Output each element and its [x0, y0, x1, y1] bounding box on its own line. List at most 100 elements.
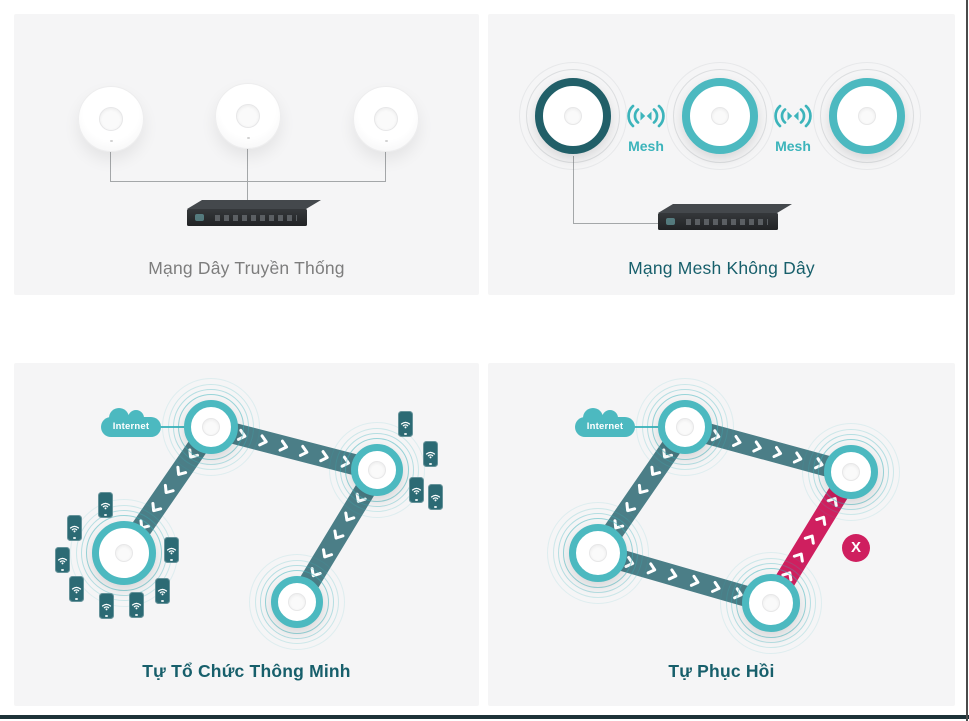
flow-chevron-icon: [650, 465, 661, 476]
flow-chevron-icon: [151, 501, 163, 512]
flow-chevron-icon: [613, 518, 625, 530]
client-device-icon: [398, 411, 413, 437]
client-device-icon: [155, 578, 170, 604]
mesh-label: Mesh: [628, 138, 664, 154]
mesh-ap-node: [162, 378, 260, 476]
flow-chevron-icon: [781, 570, 793, 582]
ap-logo: [762, 594, 780, 612]
mesh-label: Mesh: [775, 138, 811, 154]
access-point-icon: [569, 524, 627, 582]
ap-logo: [858, 107, 876, 125]
ap-logo: [564, 107, 582, 125]
mesh-wireless-icon: [627, 104, 665, 128]
panel-caption: Mạng Mesh Không Dây: [628, 258, 815, 278]
mesh-link-group: Mesh: [624, 102, 668, 154]
access-point-icon: [351, 444, 403, 496]
ethernet-wire: [573, 223, 661, 224]
flow-chevron-icon: [792, 552, 804, 563]
failed-link-band: [762, 466, 861, 609]
ap-logo: [236, 104, 260, 128]
mesh-ap-node: [249, 554, 345, 650]
access-point-icon: [682, 78, 758, 154]
wifi-icon: [157, 588, 168, 595]
switch-front-face: [658, 213, 778, 230]
network-switch-icon: [187, 200, 321, 228]
mesh-ap-node: [802, 423, 900, 521]
bottom-section-edge: [0, 715, 969, 719]
ethernet-wire: [573, 156, 574, 224]
flow-chevron-icon: [188, 447, 200, 458]
flow-chevron-icon: [278, 439, 288, 452]
access-point-icon: [742, 574, 800, 632]
flow-chevron-icon: [711, 580, 721, 593]
switch-top-face: [658, 204, 792, 213]
wifi-icon: [430, 494, 441, 501]
flow-chevron-icon: [752, 439, 762, 453]
link-failure-badge: X: [842, 534, 870, 562]
panel-self-organizing: Internet Tự Tổ Chức Th: [14, 363, 479, 706]
ethernet-wire: [110, 150, 111, 182]
access-point-icon: [215, 83, 281, 149]
wifi-icon: [400, 421, 411, 428]
client-device-icon: [55, 547, 70, 573]
panel-caption: Mạng Dây Truyền Thống: [148, 258, 345, 278]
flow-chevron-icon: [319, 449, 330, 462]
ap-logo: [676, 418, 694, 436]
switch-top-face: [187, 200, 321, 209]
mesh-ap-node: [547, 502, 649, 604]
flow-chevron-icon: [826, 496, 838, 507]
access-point-icon: [78, 86, 144, 152]
mesh-ap-node: [636, 378, 734, 476]
flow-chevron-icon: [257, 433, 268, 446]
ap-logo: [589, 544, 607, 562]
internet-cloud-icon: Internet: [575, 408, 635, 437]
ethernet-wire: [247, 147, 248, 208]
access-point-icon: [535, 78, 611, 154]
flow-chevron-icon: [625, 501, 637, 512]
flow-chevron-icon: [646, 561, 657, 574]
mesh-ap-node: [70, 499, 178, 607]
access-point-icon: [658, 400, 712, 454]
ap-logo: [99, 107, 123, 131]
client-device-icon: [423, 441, 438, 467]
flow-chevron-icon: [731, 434, 742, 447]
internet-label: Internet: [586, 421, 624, 432]
client-device-icon: [164, 537, 179, 563]
mesh-link-group: Mesh: [771, 102, 815, 154]
internet-label: Internet: [112, 421, 150, 432]
access-point-icon: [271, 576, 323, 628]
network-switch-icon: [658, 204, 792, 232]
window-right-edge: [966, 0, 968, 721]
panel-wireless-mesh: Mesh Mesh Mạng Mesh Không Dây: [488, 14, 955, 295]
mesh-wireless-icon: [774, 104, 812, 128]
wifi-icon: [411, 487, 422, 494]
mesh-link-band: [595, 542, 774, 614]
ap-logo: [202, 418, 220, 436]
flow-chevron-icon: [340, 455, 350, 468]
mesh-ap-node: [329, 422, 425, 518]
client-device-icon: [129, 592, 144, 618]
flow-chevron-icon: [813, 456, 824, 469]
flow-chevron-icon: [662, 447, 674, 458]
wifi-icon: [166, 547, 177, 554]
flow-chevron-icon: [298, 444, 309, 457]
ap-logo: [711, 107, 729, 125]
ethernet-wire: [110, 181, 386, 182]
switch-front-face: [187, 209, 307, 226]
flow-chevron-icon: [333, 529, 345, 540]
client-device-icon: [99, 593, 114, 619]
access-point-icon: [829, 78, 905, 154]
client-device-icon: [67, 515, 82, 541]
flow-chevron-icon: [163, 483, 175, 494]
client-device-icon: [69, 576, 84, 602]
flow-chevron-icon: [637, 483, 649, 494]
ap-logo: [842, 463, 860, 481]
wifi-icon: [69, 525, 80, 532]
panel-caption: Tự Tổ Chức Thông Minh: [142, 661, 351, 681]
mesh-link-band: [682, 416, 854, 483]
wifi-icon: [101, 603, 112, 610]
ap-logo: [368, 461, 386, 479]
ap-logo: [374, 107, 398, 131]
flow-chevron-icon: [355, 492, 367, 503]
access-point-icon-wrap: [666, 62, 774, 170]
